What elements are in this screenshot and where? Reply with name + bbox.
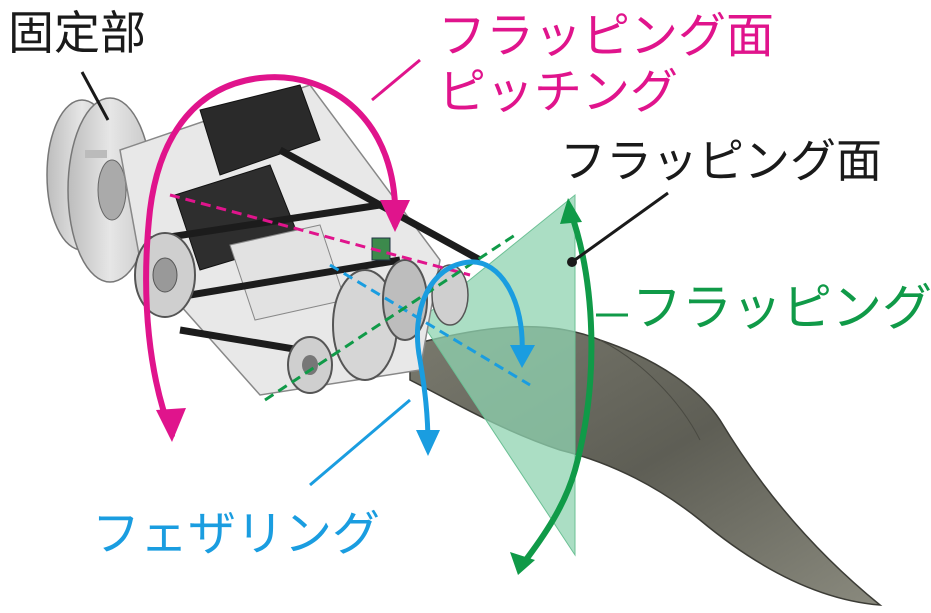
flapping-label: フラッピング <box>632 279 931 337</box>
mechanism <box>46 84 482 396</box>
flapping-plane-label: フラッピング面 <box>560 134 882 188</box>
leader-fixed <box>80 71 110 121</box>
feathering-label: フェザリング <box>92 506 381 562</box>
flapping-plane-shape <box>419 193 576 557</box>
flapping-arrow <box>519 207 595 568</box>
leader-pitch <box>371 58 421 102</box>
fixed-part-label: 固定部 <box>8 6 146 60</box>
leader-plane <box>571 191 669 264</box>
pitching-arrow <box>143 74 399 438</box>
feathering-arrow <box>414 259 525 448</box>
leader-feather <box>309 398 411 487</box>
feather-axis <box>329 263 531 387</box>
flap-plane-pitching-line1: フラッピング面 <box>438 8 775 64</box>
flap-plane-pitching-line2: ピッチング <box>438 64 679 120</box>
pitch-axis <box>169 193 471 277</box>
flap-plane-pitching-label: フラッピング面 ピッチング <box>438 8 774 120</box>
